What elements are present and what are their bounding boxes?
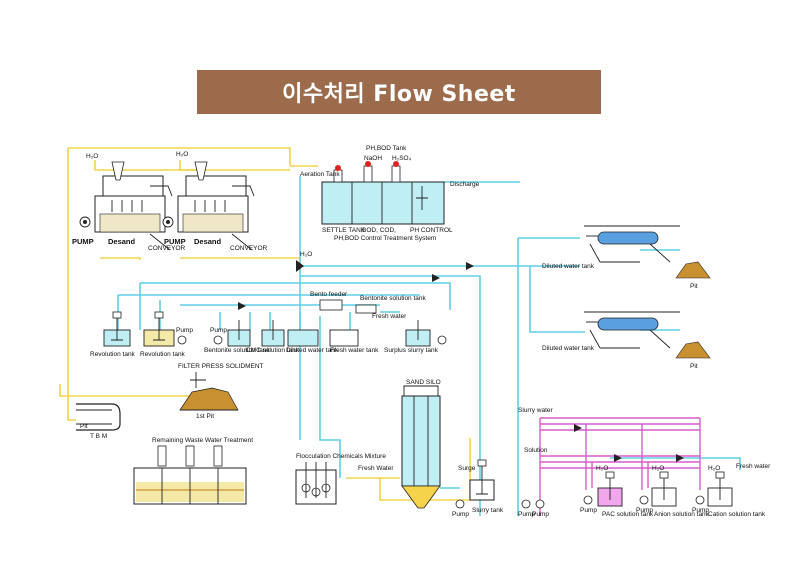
label-bentonite-tank: Bentonite solution tank [204, 347, 271, 354]
label-ph-bod-tank: PH,BOD Tank [366, 145, 407, 152]
diluted-water-tank-unit-2 [584, 311, 711, 359]
label-sand-silo: SAND SILO [406, 379, 441, 386]
label-discharge: Discharge [450, 181, 480, 188]
label-flocculation: Flocculation Chemicals Mixture [296, 453, 386, 460]
label-pump-1: PUMP [72, 237, 94, 246]
page-title: 이수처리 Flow Sheet [197, 70, 601, 114]
label-fresh-water-right: Fresh water [736, 463, 771, 470]
label-fresh-water-tank: Fresh water tank [330, 347, 379, 354]
tbm-machine [76, 403, 121, 431]
label-pump-6: Pump [518, 511, 535, 518]
label-desand-1: Desand [108, 237, 136, 246]
label-surplus-slurry-tank: Surplus slurry tank [384, 347, 439, 354]
desand-unit-2 [162, 161, 255, 251]
label-naoh: NaOH [364, 155, 382, 162]
filter-press-and-first-pit [179, 372, 239, 411]
label-h2o-3: H₂O [596, 465, 608, 472]
label-slurry-tank: Slurry tank [472, 507, 504, 514]
label-pump-7: Pump [532, 511, 549, 518]
label-aeration-tank: Aeration Tank [300, 171, 340, 178]
label-pit-1: Pit [690, 283, 698, 290]
label-pump-9: Pump [636, 507, 653, 514]
label-filter-press: FILTER PRESS SOLIDMENT [178, 363, 264, 370]
label-diluted-water-tank-2: Diluted water tank [542, 345, 595, 352]
label-ph-bod-system: PH,BOD Control Treatment System [334, 235, 436, 242]
label-cation-tank: Cation solution tank [708, 511, 766, 518]
label-surge: Surge [458, 465, 476, 472]
valves [238, 260, 684, 462]
slurry-tank [455, 459, 545, 509]
label-settle-tank: SETTLE TANK [322, 227, 366, 234]
label-strainer-side-2: Solution [524, 447, 548, 454]
chemical-solution-tanks [583, 471, 733, 507]
yellow-pipelines [59, 147, 471, 501]
label-h2o-4: H₂O [652, 465, 664, 472]
label-diluted-water-tank-3: Diluted water tank [286, 347, 339, 354]
label-pump-3: Pump [176, 327, 193, 334]
ph-bod-treatment-system [321, 161, 445, 225]
label-anion-tank: Anion solution tank [654, 511, 710, 518]
flocculation-mixture [295, 462, 337, 505]
remaining-waste-water-treatment [133, 445, 247, 505]
label-bod-cod: BOD, COD, [362, 227, 396, 234]
diluted-water-tank-unit-1 [584, 225, 711, 279]
label-strainer-side-1: Slurry water [518, 407, 554, 414]
label-diluted-water-tank-1: Diluted water tank [542, 263, 595, 270]
label-cmc-tank: CMC solution tank [246, 347, 300, 354]
label-first-pit: 1st Pit [196, 413, 214, 420]
label-pump-4: Pump [210, 327, 227, 334]
label-conveyor-1: CONVEYOR [148, 245, 186, 252]
diagram-labels: H₂O H₂O PUMP Desand CONVEYOR PUMP Desand… [72, 145, 771, 518]
label-h2so4: H₂SO₄ [392, 155, 412, 162]
sand-silo [401, 385, 441, 509]
label-h2o-2: H₂O [176, 151, 188, 158]
label-revolution-tank-2: Revolution tank [140, 351, 186, 358]
label-pump-5: Pump [452, 511, 469, 518]
label-h2o-1: H₂O [86, 153, 98, 160]
label-h2o-6: H₂O [300, 251, 312, 258]
label-revolution-tank-1: Revolution tank [90, 351, 136, 358]
label-bento-feeder: Bento feeder [310, 291, 348, 298]
desand-unit-1 [79, 161, 173, 251]
label-fresh-water-top: Fresh water [372, 313, 407, 320]
label-pit-small: Pit [80, 423, 88, 430]
label-pump-2: PUMP [164, 237, 186, 246]
label-tbm: T B M [90, 433, 107, 440]
label-pump-10: Pump [692, 507, 709, 514]
label-desand-2: Desand [194, 237, 222, 246]
label-remaining-waste: Remaining Waste Water Treatment [152, 437, 253, 444]
label-conveyor-2: CONVEYOR [230, 245, 268, 252]
mixing-tanks-row [103, 299, 447, 347]
label-ph-control: PH CONTROL [410, 227, 453, 234]
label-pit-2: Pit [690, 363, 698, 370]
label-h2o-5: H₂O [708, 465, 720, 472]
label-pump-8: Pump [580, 507, 597, 514]
magenta-pipelines [539, 417, 701, 516]
label-bentonite-tank-top: Bentonite solution tank [360, 295, 427, 302]
label-fresh-water-mid: Fresh Water [358, 465, 394, 472]
cyan-pipelines [117, 176, 741, 516]
label-pac-tank: PAC solution tank [602, 511, 654, 518]
